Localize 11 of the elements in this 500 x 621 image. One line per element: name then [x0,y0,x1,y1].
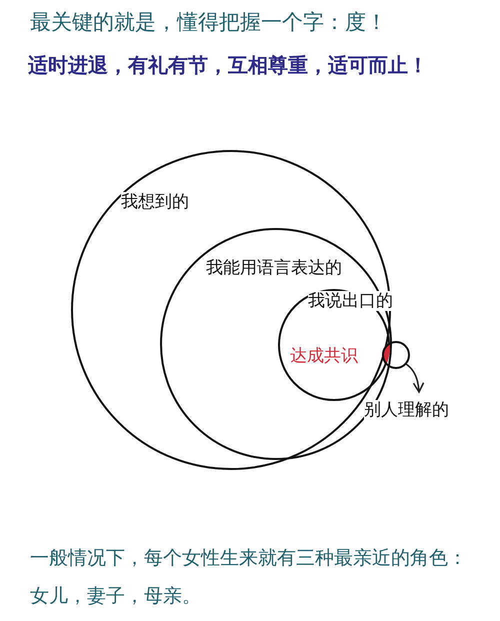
callout-label: 达成共识 [290,346,358,366]
text-label: 别人理解的 [364,400,449,420]
circle-label: 我想到的 [121,192,189,212]
heading: 最关键的就是，懂得把握一个字：度！ [30,9,387,36]
subheading: 适时进退，有礼有节，互相尊重，适可而止！ [28,52,428,79]
circle [278,289,390,401]
caption: 一般情况下，每个女性生来就有三种最亲近的角色：女儿，妻子，母亲。 [30,547,468,609]
circle-label: 我能用语言表达的 [206,258,342,278]
circle-label: 我说出口的 [308,291,393,311]
circle [382,341,410,369]
arrow [406,363,424,393]
